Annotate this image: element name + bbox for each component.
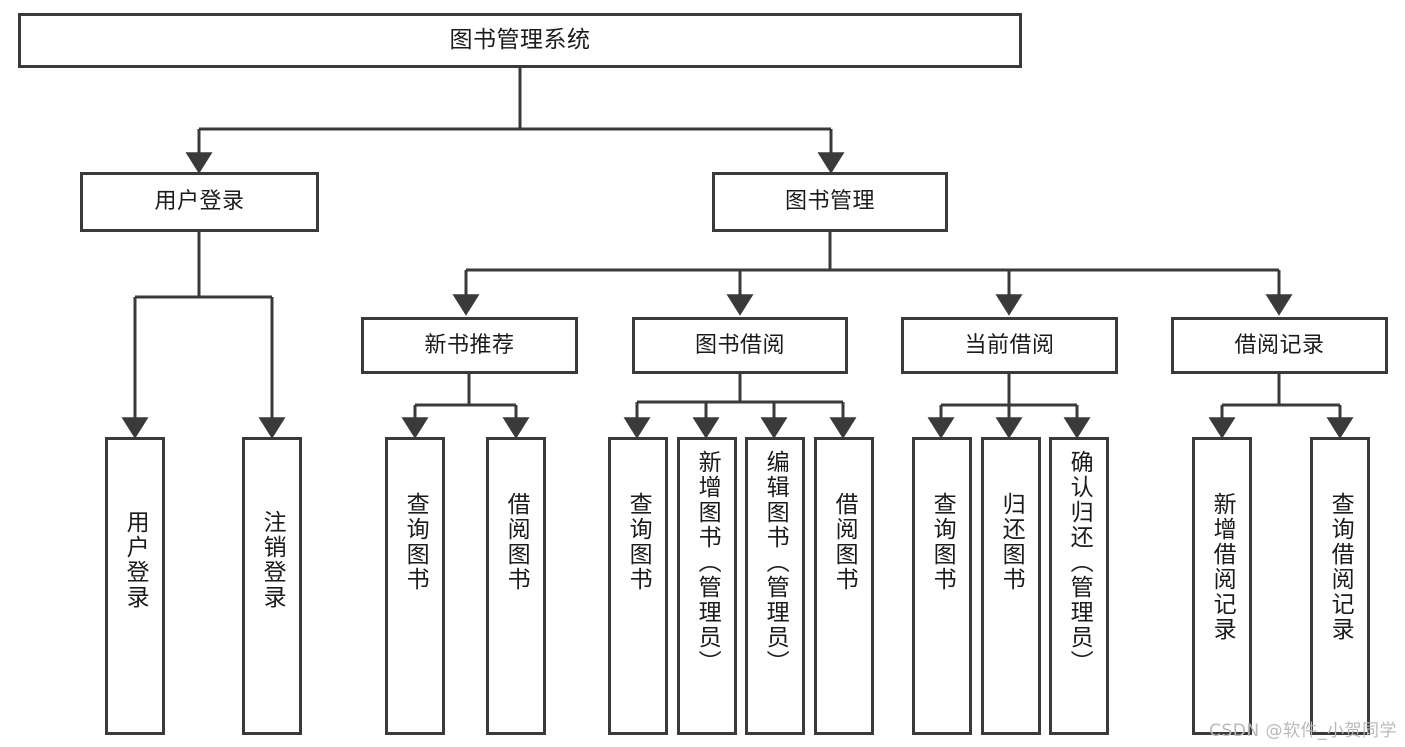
node-book-management[interactable]: 图书管理: [712, 172, 948, 232]
leaf-borrow-record-add-record[interactable]: 新增借阅记录: [1192, 437, 1252, 735]
node-label: 用户登录: [122, 510, 149, 610]
leaf-book-borrow-borrow-books[interactable]: 借阅图书: [814, 437, 874, 735]
node-borrow-record[interactable]: 借阅记录: [1171, 317, 1388, 374]
node-label: 图书管理系统: [449, 27, 591, 54]
node-label: 图书管理: [784, 189, 875, 215]
node-label: 编辑图书（管理员）: [762, 450, 789, 675]
node-label: 确认归还（管理员）: [1066, 450, 1093, 675]
leaf-book-borrow-add-book-admin[interactable]: 新增图书（管理员）: [677, 437, 737, 735]
node-label: 归还图书: [998, 492, 1025, 592]
node-label: 查询图书: [929, 492, 956, 592]
leaf-new-book-borrow-books[interactable]: 借阅图书: [486, 437, 546, 735]
leaf-current-borrow-confirm-return-admin[interactable]: 确认归还（管理员）: [1049, 437, 1109, 735]
leaf-book-borrow-edit-book-admin[interactable]: 编辑图书（管理员）: [745, 437, 805, 735]
node-book-borrow[interactable]: 图书借阅: [632, 317, 848, 374]
node-label: 查询图书: [402, 492, 429, 592]
leaf-borrow-record-query-record[interactable]: 查询借阅记录: [1310, 437, 1370, 735]
node-user-login[interactable]: 用户登录: [80, 172, 319, 232]
leaf-current-borrow-return-books[interactable]: 归还图书: [981, 437, 1041, 735]
node-current-borrow[interactable]: 当前借阅: [901, 317, 1118, 374]
node-label: 借阅图书: [503, 492, 530, 592]
node-root-book-management-system[interactable]: 图书管理系统: [18, 13, 1022, 68]
node-label: 查询图书: [625, 492, 652, 592]
leaf-book-borrow-query-books[interactable]: 查询图书: [608, 437, 668, 735]
node-label: 注销登录: [259, 510, 286, 610]
leaf-user-login-logout[interactable]: 注销登录: [242, 437, 302, 735]
node-label: 借阅记录: [1234, 332, 1325, 358]
node-label: 用户登录: [154, 189, 245, 215]
watermark-text: CSDN @软件_小贺同学: [1209, 721, 1397, 741]
node-label: 新书推荐: [424, 332, 515, 358]
node-label: 查询借阅记录: [1327, 492, 1354, 642]
leaf-user-login-login[interactable]: 用户登录: [105, 437, 165, 735]
leaf-new-book-query-books[interactable]: 查询图书: [385, 437, 445, 735]
node-label: 新增借阅记录: [1209, 492, 1236, 642]
leaf-current-borrow-query-books[interactable]: 查询图书: [912, 437, 972, 735]
node-label: 借阅图书: [831, 492, 858, 592]
node-label: 图书借阅: [694, 332, 785, 358]
node-label: 当前借阅: [964, 332, 1055, 358]
node-label: 新增图书（管理员）: [694, 450, 721, 675]
node-new-book-recommend[interactable]: 新书推荐: [361, 317, 578, 374]
